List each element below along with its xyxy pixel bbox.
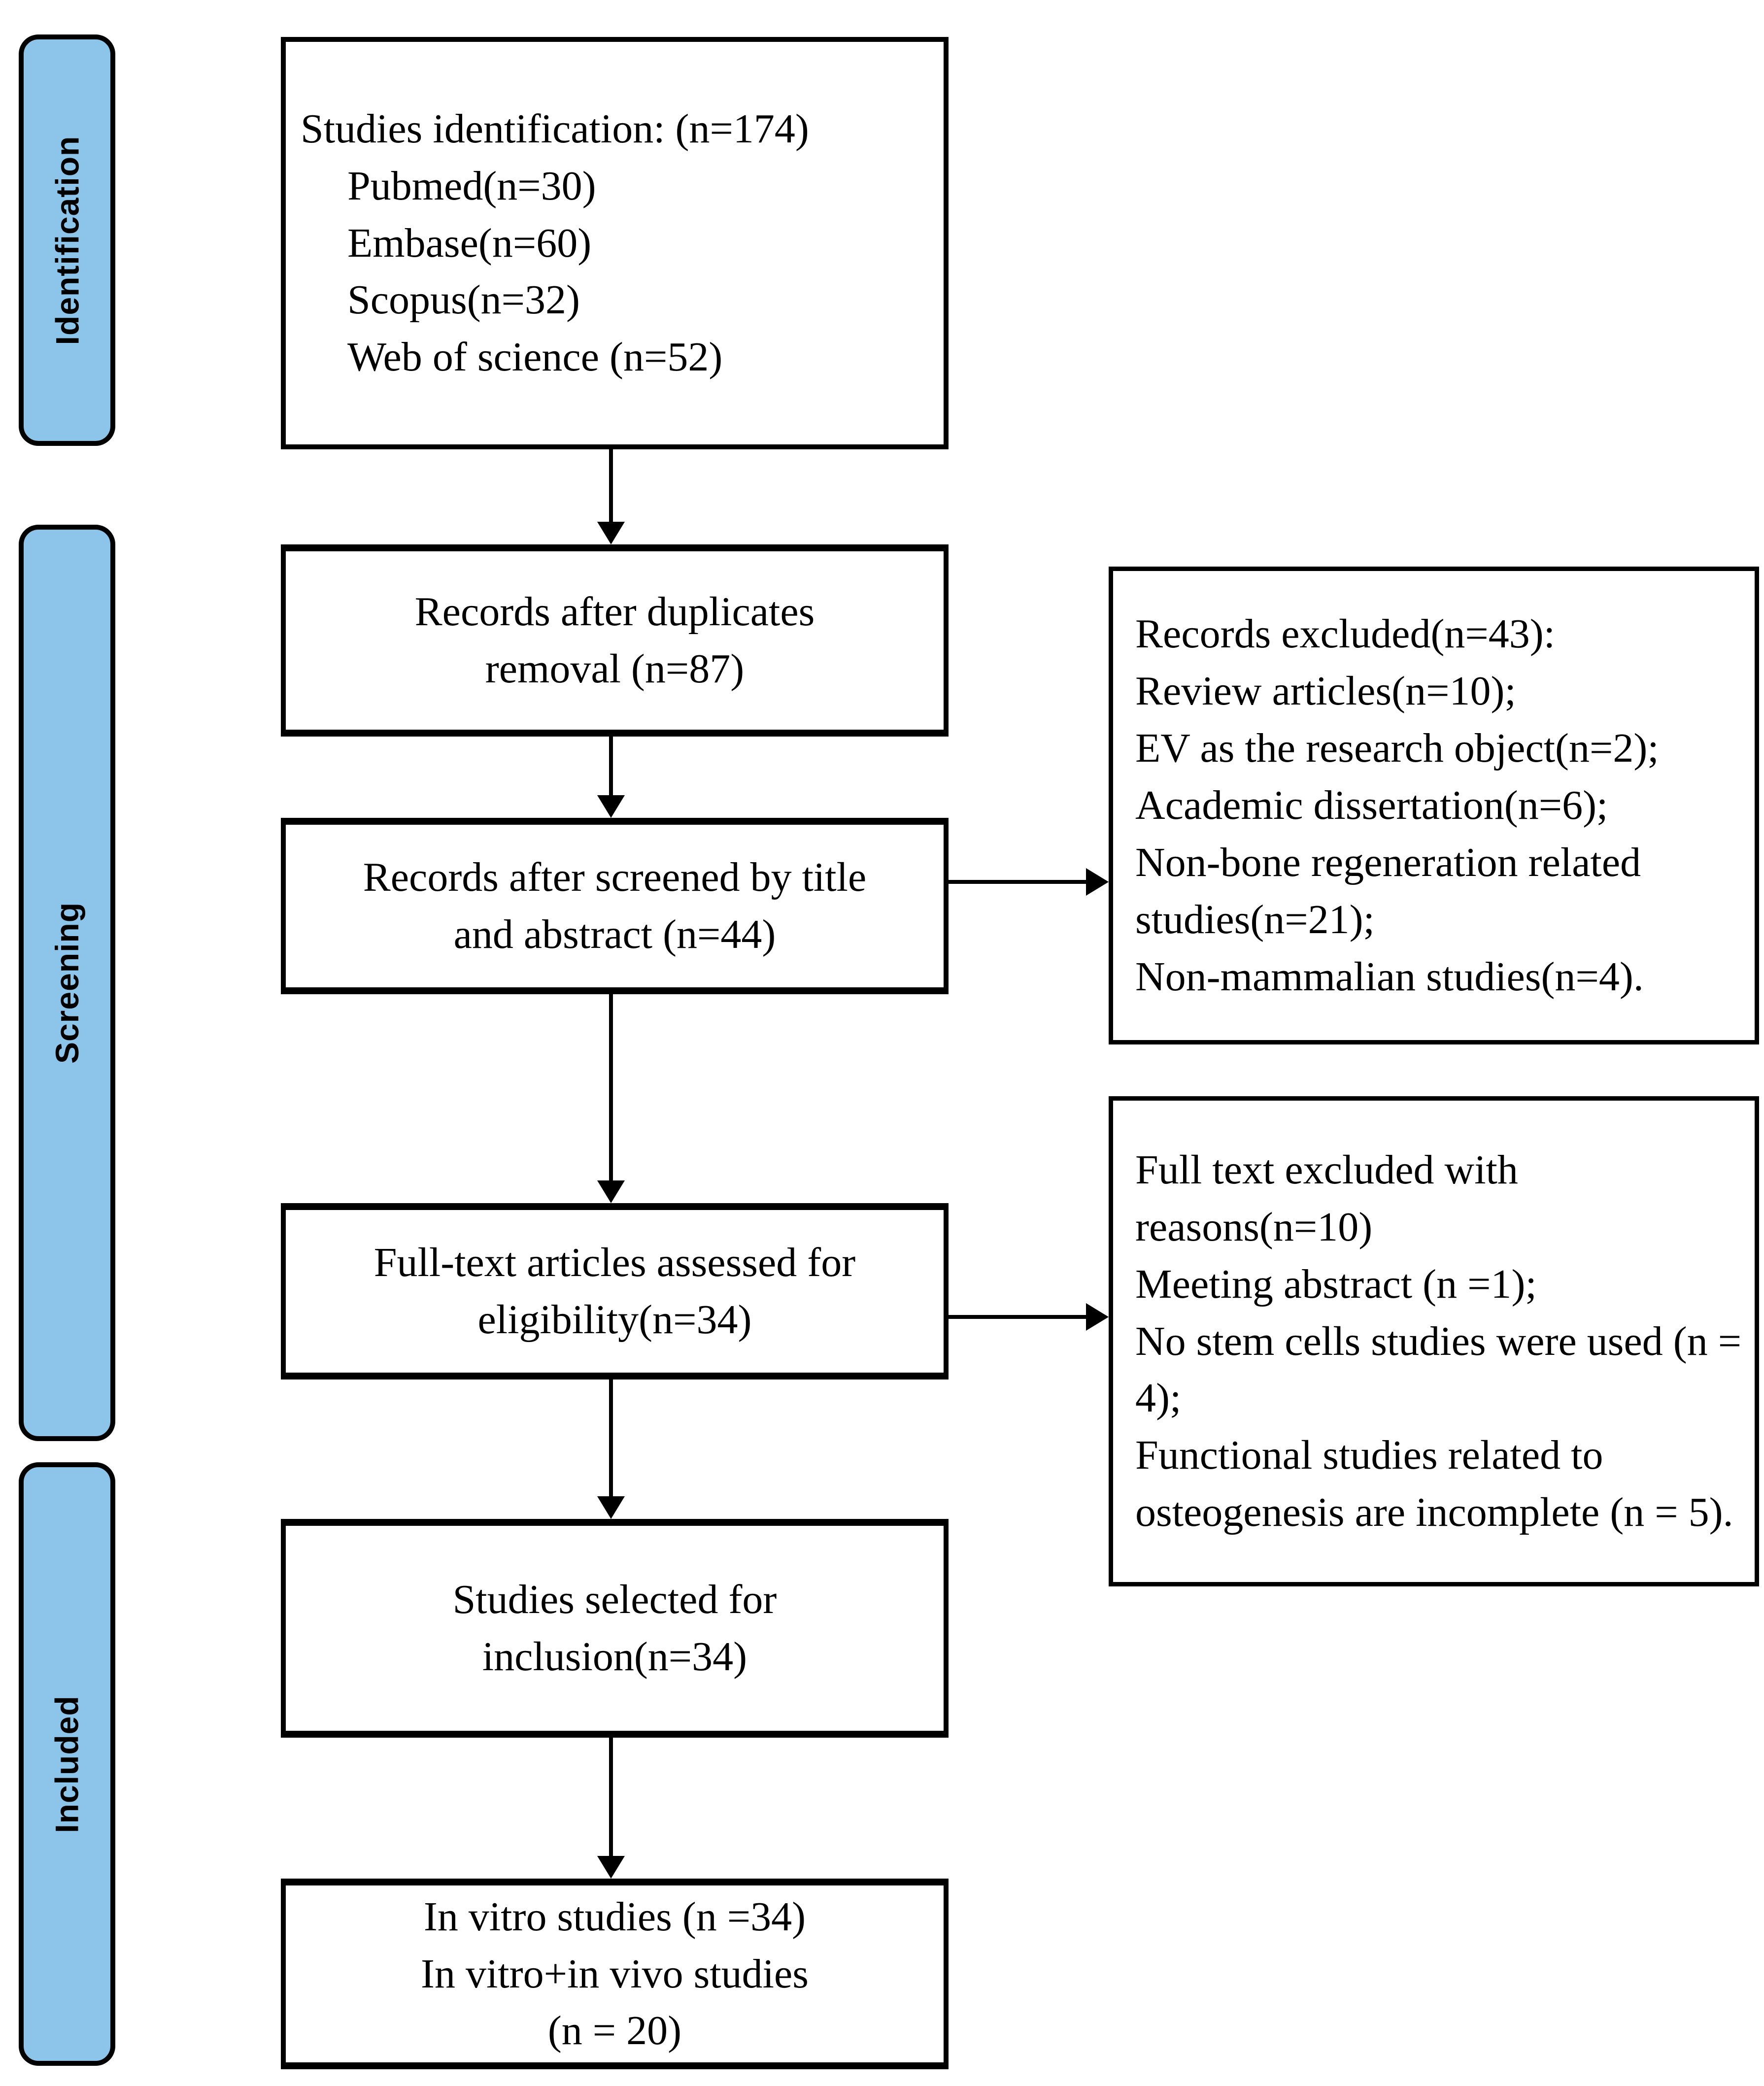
records-excluded-reason: Non-bone regeneration related studies(n=… [1135,839,1641,942]
box-duplicates-removal-line: removal (n=87) [485,646,745,692]
records-excluded-reason: EV as the research object(n=2); [1135,725,1659,772]
box-fulltext-assessed: Full-text articles assessed for eligibil… [281,1203,949,1379]
fulltext-excluded-reason: Meeting abstract (n =1); [1135,1261,1537,1307]
stage-bar-identification: Identification [19,34,115,446]
connector-line-right [949,1315,1087,1319]
records-excluded-reason: Academic dissertation(n=6); [1135,782,1608,829]
fulltext-excluded-reason: Functional studies related to osteogenes… [1135,1432,1733,1536]
box-studies-identification: Studies identification: (n=174) Pubmed(n… [281,37,949,449]
stage-bar-included: Included [19,1462,115,2066]
fulltext-excluded-header: Full text excluded with reasons(n=10) [1135,1146,1518,1250]
box-records-excluded: Records excluded(n=43): Review articles(… [1109,567,1759,1044]
box-studies-selected-line: inclusion(n=34) [482,1634,747,1680]
stage-label-screening: Screening [49,902,86,1064]
arrow-right-icon [1086,1303,1109,1331]
records-excluded-reason: Review articles(n=10); [1135,668,1516,714]
box-fulltext-assessed-line: eligibility(n=34) [477,1297,752,1343]
box-included-studies-line: In vitro studies (n =34) [423,1893,806,1940]
box-title-abstract-screen-line: Records after screened by title [363,854,867,901]
box-duplicates-removal-line: Records after duplicates [414,589,815,635]
source-scopus: Scopus(n=32) [347,277,580,323]
records-excluded-reason: Non-mammalian studies(n=4). [1135,953,1644,1000]
fulltext-excluded-reason: No stem cells studies were used (n = 4); [1135,1318,1742,1421]
box-fulltext-excluded: Full text excluded with reasons(n=10) Me… [1109,1096,1759,1586]
box-studies-selected: Studies selected for inclusion(n=34) [281,1519,949,1738]
box-studies-identification-title: Studies identification: (n=174) [301,105,809,152]
box-studies-selected-line: Studies selected for [452,1577,777,1623]
box-duplicates-removal: Records after duplicates removal (n=87) [281,544,949,737]
arrow-down-icon [597,522,625,544]
source-embase: Embase(n=60) [347,220,592,266]
box-title-abstract-screen-line: and abstract (n=44) [453,911,776,957]
arrow-down-icon [597,1856,625,1879]
box-title-abstract-screen: Records after screened by title and abst… [281,818,949,994]
box-included-studies: In vitro studies (n =34) In vitro+in viv… [281,1879,949,2069]
connector-line-down [609,1379,613,1497]
box-fulltext-assessed-line: Full-text articles assessed for [373,1240,856,1286]
source-web-of-science: Web of science (n=52) [347,334,723,380]
source-pubmed: Pubmed(n=30) [347,163,596,209]
box-included-studies-line: (n = 20) [547,2008,682,2054]
connector-line-down [609,737,613,796]
connector-line-down [609,994,613,1181]
connector-line-right [949,880,1087,884]
stage-bar-screening: Screening [19,525,115,1441]
arrow-down-icon [597,1180,625,1203]
stage-label-included: Included [49,1695,86,1833]
box-included-studies-line: In vitro+in vivo studies [420,1951,809,1997]
connector-line-down [609,1738,613,1857]
arrow-down-icon [597,795,625,818]
arrow-right-icon [1086,868,1109,896]
records-excluded-header: Records excluded(n=43): [1135,611,1556,657]
stage-label-identification: Identification [49,135,86,345]
arrow-down-icon [597,1496,625,1519]
connector-line-down [609,449,613,523]
